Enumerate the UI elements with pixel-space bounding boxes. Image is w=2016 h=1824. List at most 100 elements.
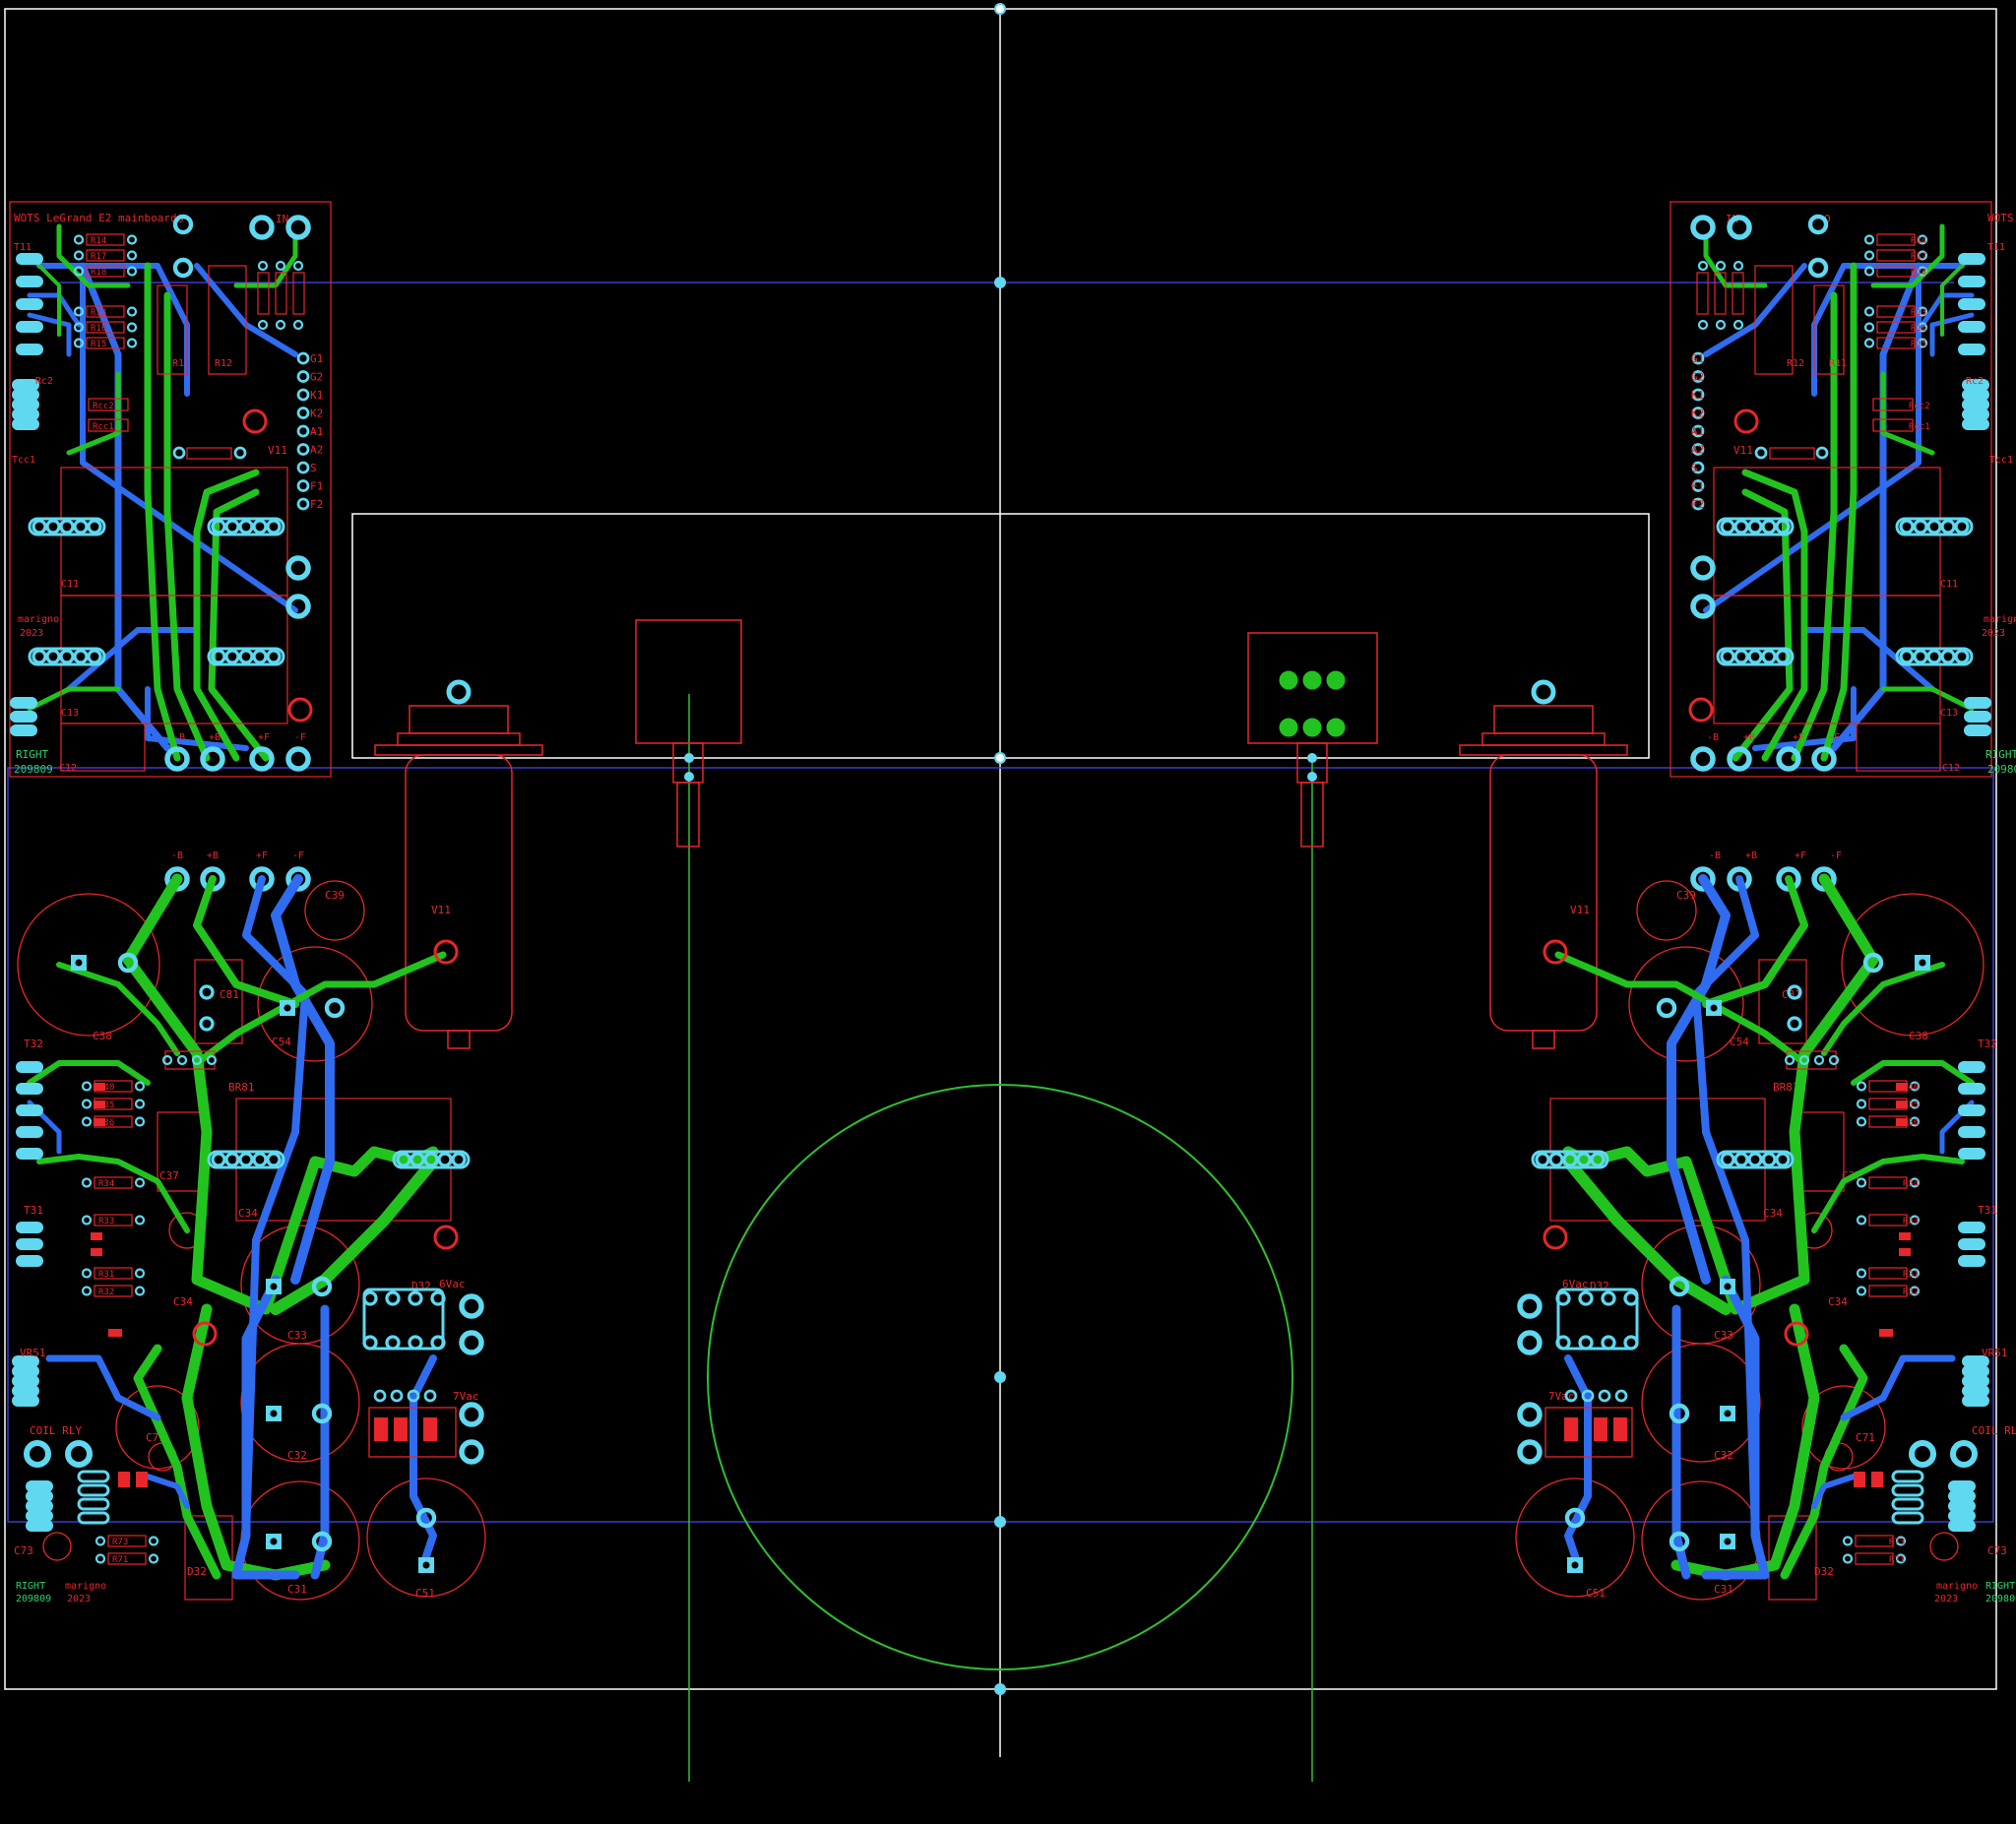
resistor-rcc2 <box>1872 398 1914 411</box>
resistor-rcc2 <box>88 398 129 411</box>
top-trace <box>66 371 121 456</box>
pad-hole <box>1710 1004 1718 1012</box>
front-potentiometer <box>635 619 742 848</box>
cap-pad <box>311 1531 333 1552</box>
smd-diode <box>1871 1472 1883 1487</box>
tube-pin-pad <box>1691 443 1705 456</box>
part-label-c33: C33 <box>1714 1329 1733 1342</box>
capacitor-c51 <box>1515 1478 1635 1598</box>
resistor-pad <box>134 1268 146 1279</box>
smd-diode <box>1896 1118 1908 1126</box>
bridge-pad <box>191 1054 203 1066</box>
relay-coil-pad <box>1891 1497 1924 1511</box>
psu-bottom-trace <box>1840 1354 1956 1421</box>
tube-pin-pad <box>1691 497 1705 511</box>
resistor-pad <box>1863 266 1875 277</box>
relay-coil-pad <box>77 1511 110 1525</box>
tube-pin-pad <box>296 370 310 383</box>
capacitor-c12 <box>1856 723 1941 772</box>
resistor-pad <box>1863 234 1875 245</box>
reg-pad <box>1564 1389 1578 1403</box>
psu-bottom-trace <box>271 874 335 1285</box>
smd-diode <box>118 1472 130 1487</box>
header-pad <box>59 649 75 664</box>
reg-pad <box>1578 1290 1594 1306</box>
pad-large <box>1690 555 1716 581</box>
header-pad <box>87 649 102 664</box>
connector-pad <box>16 1104 43 1116</box>
side-code-label-psu: 209809 <box>16 1594 51 1604</box>
tube-pin-label: S <box>1691 462 1698 474</box>
smd-diode <box>108 1329 122 1337</box>
resistor-pad <box>81 1215 93 1226</box>
resistor-r11 <box>1813 284 1845 375</box>
tube-pin-label: A1 <box>310 425 323 438</box>
relay-coil-pad <box>1891 1511 1924 1525</box>
year-label-psu: 2023 <box>67 1594 91 1604</box>
resistor-label: R11 <box>1829 358 1847 369</box>
pad-out-1 <box>172 214 194 235</box>
psu-rail-label: +B <box>207 850 219 861</box>
header-outline <box>1716 1150 1795 1169</box>
part-label-br81: BR81 <box>228 1081 255 1094</box>
pad-hole <box>75 959 83 967</box>
resistor-rcc1 <box>88 418 129 432</box>
connector-pad <box>12 1385 39 1397</box>
resistor-pad <box>1856 1116 1867 1127</box>
psu-top-trace <box>193 951 447 1067</box>
header-pad <box>32 649 47 664</box>
top-trace <box>1703 233 1768 288</box>
capacitor-c32 <box>240 1343 360 1463</box>
header-pad <box>1720 1152 1735 1167</box>
tube-pin-label: F1 <box>310 480 323 493</box>
resistor-pad <box>1815 446 1829 460</box>
power-transformer-outline <box>707 1084 1293 1670</box>
resistor <box>1876 265 1916 278</box>
year-label: 2023 <box>20 628 43 639</box>
part-label-c13: C13 <box>1940 708 1958 719</box>
resistor-pad <box>1856 1286 1867 1296</box>
resistor-pad <box>1917 250 1928 261</box>
part-label-vr51: VR51 <box>1982 1347 2008 1359</box>
bridge-pad <box>161 1054 173 1066</box>
mainboard-outline <box>1670 201 1992 778</box>
resistor-pad <box>1895 1536 1907 1546</box>
part-label-c39: C39 <box>325 889 345 902</box>
capacitor-psu-mid <box>115 1385 200 1470</box>
resistor-r12 <box>208 265 247 375</box>
resistor-pad <box>257 260 269 272</box>
pad-in-2 <box>1690 215 1716 240</box>
header-outline <box>1531 1150 1609 1169</box>
resistor-r19 <box>186 447 232 460</box>
header-outline <box>207 1150 285 1169</box>
part-label-7vac: 7Vac <box>453 1390 479 1403</box>
tube-pin-pad <box>1691 461 1705 474</box>
bottom-trace <box>1929 312 1975 357</box>
tube-pin-pad <box>1691 479 1705 492</box>
resistor-pad <box>1917 234 1928 245</box>
resistor <box>1876 233 1916 246</box>
part-label-tcc1: Tcc1 <box>1989 455 2013 466</box>
psu-bottom-trace <box>231 1275 300 1580</box>
capacitor-c54 <box>1628 946 1744 1062</box>
part-label-c12: C12 <box>59 763 77 774</box>
header-pad <box>396 1152 411 1167</box>
pad-large <box>1690 594 1716 619</box>
connector-pad <box>1958 1083 1985 1095</box>
resistor-label: R31 <box>98 1270 114 1280</box>
pad-in-2 <box>285 215 311 240</box>
part-label-c34-box: C34 <box>1763 1207 1783 1220</box>
resistor-pad <box>134 1081 146 1092</box>
resistor-pad <box>1909 1215 1921 1226</box>
connector-pad <box>16 253 43 265</box>
header-pad <box>1954 519 1970 535</box>
connector-pad <box>12 1355 39 1367</box>
psu-rail-label: +F <box>256 850 268 861</box>
resistor <box>1855 1552 1894 1565</box>
resistor-pad <box>1715 260 1727 272</box>
resistor <box>86 265 125 278</box>
part-label-c73: C73 <box>14 1544 33 1557</box>
top-trace <box>28 254 61 337</box>
bridge-pad <box>1798 1054 1810 1066</box>
resistor-label: R73 <box>112 1538 128 1547</box>
